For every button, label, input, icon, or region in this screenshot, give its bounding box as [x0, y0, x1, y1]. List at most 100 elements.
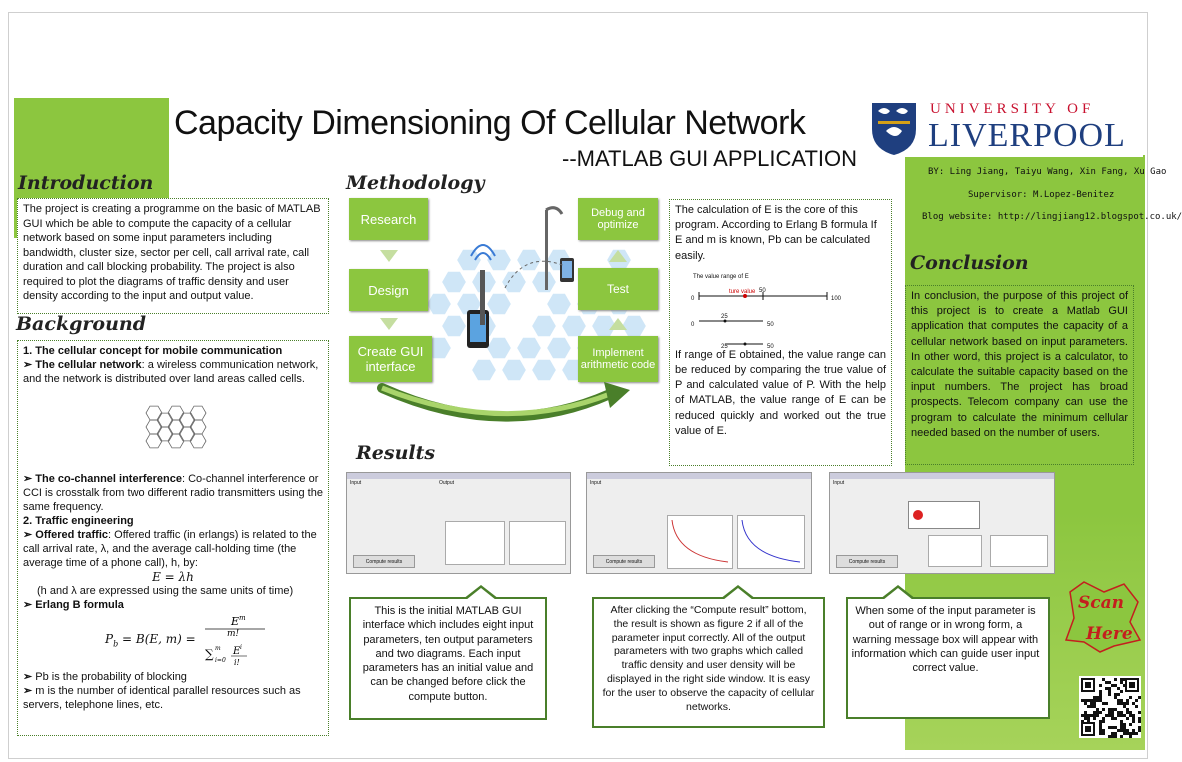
hex-cell: [484, 335, 514, 361]
callout-pointer: [723, 588, 753, 600]
qr-module: [1105, 702, 1108, 705]
qr-module: [1117, 714, 1120, 717]
qr-module: [1120, 723, 1123, 726]
range-tick-25a: 25: [721, 313, 728, 320]
range-lines-graphic: [698, 291, 828, 346]
supervisor-line: Supervisor: M.Lopez-Benitez: [968, 190, 1115, 200]
qr-module: [1102, 732, 1105, 735]
hex-cell: [178, 426, 196, 442]
flow-implement[interactable]: Implement arithmetic code: [578, 336, 658, 382]
qr-module: [1096, 714, 1099, 717]
qr-module: [1084, 711, 1087, 714]
hex-cell: [499, 357, 529, 383]
hex-cell: [145, 433, 163, 449]
qr-module: [1120, 690, 1123, 693]
qr-module: [1120, 681, 1123, 684]
qr-module: [1114, 726, 1117, 729]
units-note: (h and λ are expressed using the same un…: [37, 585, 294, 597]
university-logo: UNIVERSITY OF LIVERPOOL: [868, 99, 1143, 157]
qr-module: [1138, 720, 1141, 723]
user-density-plot: [737, 515, 805, 569]
qr-module: [1132, 729, 1135, 732]
qr-module: [1093, 714, 1096, 717]
cochannel-entry: ➢ The co-channel interference: Co-channe…: [23, 472, 323, 514]
erlang-b-formula: Pb = B(E, m) = E m m! ∑ i=0 m E i i!: [23, 612, 323, 670]
callout-warning: When some of the input parameter is out …: [846, 585, 1050, 719]
qr-module: [1099, 696, 1102, 699]
hex-cell: [156, 412, 174, 428]
qr-module: [1123, 723, 1126, 726]
formula-pb: Pb = B(E, m) =: [105, 632, 196, 649]
blog-line[interactable]: Blog website: http://lingjiang12.blogspo…: [922, 212, 1182, 222]
value-range-diagram: The value range of E ture value 0 50 100…: [675, 264, 886, 350]
compute-results-button[interactable]: Compute results: [836, 555, 898, 568]
hex-cell: [529, 269, 559, 295]
hex-cell: [424, 291, 454, 317]
background-box: 1. The cellular concept for mobile commu…: [17, 340, 329, 736]
qr-module: [1114, 696, 1117, 699]
erlang-b-entry: ➢ Erlang B formula: [23, 598, 323, 612]
bullet-arrow-icon: ➢: [23, 529, 36, 541]
flow-curved-arrow-icon: [377, 382, 630, 422]
compute-results-button[interactable]: Compute results: [353, 555, 415, 568]
warning-dialog: [908, 501, 980, 529]
callout-initial-gui: This is the initial MATLAB GUI interface…: [349, 585, 547, 720]
qr-module: [1108, 687, 1111, 690]
hex-cell: [514, 247, 544, 273]
flow-test[interactable]: Test: [578, 268, 658, 310]
compute-results-button[interactable]: Compute results: [593, 555, 655, 568]
bullet-arrow-icon: ➢: [23, 671, 36, 683]
qr-code-icon[interactable]: [1079, 676, 1141, 738]
qr-module: [1126, 711, 1129, 714]
qr-module: [1132, 702, 1135, 705]
m-note-entry: ➢ m is the number of identical parallel …: [23, 684, 323, 712]
hex-cell: [189, 405, 207, 421]
hex-cell: [514, 335, 544, 361]
qr-module: [1111, 711, 1114, 714]
introduction-box: The project is creating a programme on t…: [17, 198, 329, 314]
flow-research[interactable]: Research: [349, 198, 428, 240]
svg-text:i: i: [240, 644, 242, 651]
qr-module: [1081, 720, 1084, 723]
qr-module: [1102, 717, 1105, 720]
here-text: Here: [1086, 624, 1133, 644]
qr-module: [1120, 702, 1123, 705]
scan-text: Scan: [1078, 593, 1125, 613]
hex-cell: [529, 357, 559, 383]
qr-module: [1096, 696, 1099, 699]
qr-module: [1132, 714, 1135, 717]
range-true-value-label: ture value: [729, 288, 756, 295]
qr-module: [1090, 714, 1093, 717]
poster-subtitle: --MATLAB GUI APPLICATION: [562, 146, 858, 171]
qr-module: [1120, 678, 1123, 681]
flow-design[interactable]: Design: [349, 269, 428, 311]
hex-cell: [544, 291, 574, 317]
qr-module: [1138, 717, 1141, 720]
range-tick-50b: 50: [767, 321, 774, 328]
qr-module: [1087, 720, 1090, 723]
qr-module: [1123, 705, 1126, 708]
qr-module: [1123, 726, 1126, 729]
qr-module: [1138, 711, 1141, 714]
flow-debug[interactable]: Debug and optimize: [578, 198, 658, 240]
range-tick-0a: 0: [691, 295, 695, 302]
screen-output-label: Output: [439, 480, 455, 486]
qr-module: [1090, 699, 1093, 702]
qr-module: [1129, 696, 1132, 699]
qr-module: [1132, 732, 1135, 735]
pb-note-entry: ➢ Pb is the probability of blocking: [23, 670, 323, 684]
qr-module: [1102, 708, 1105, 711]
qr-module: [1120, 735, 1123, 738]
m-note: m is the number of identical parallel re…: [23, 685, 301, 711]
hex-cell: [484, 291, 514, 317]
flow-create-gui[interactable]: Create GUI interface: [349, 336, 432, 382]
scan-sticker-graphic: [1064, 581, 1142, 653]
qr-module: [1099, 684, 1102, 687]
qr-module: [1129, 714, 1132, 717]
qr-module: [1099, 693, 1102, 696]
qr-module: [1084, 702, 1087, 705]
qr-module: [1111, 717, 1114, 720]
qr-module: [1081, 714, 1084, 717]
qr-module: [1129, 735, 1132, 738]
bullet-arrow-icon: ➢: [23, 359, 36, 371]
